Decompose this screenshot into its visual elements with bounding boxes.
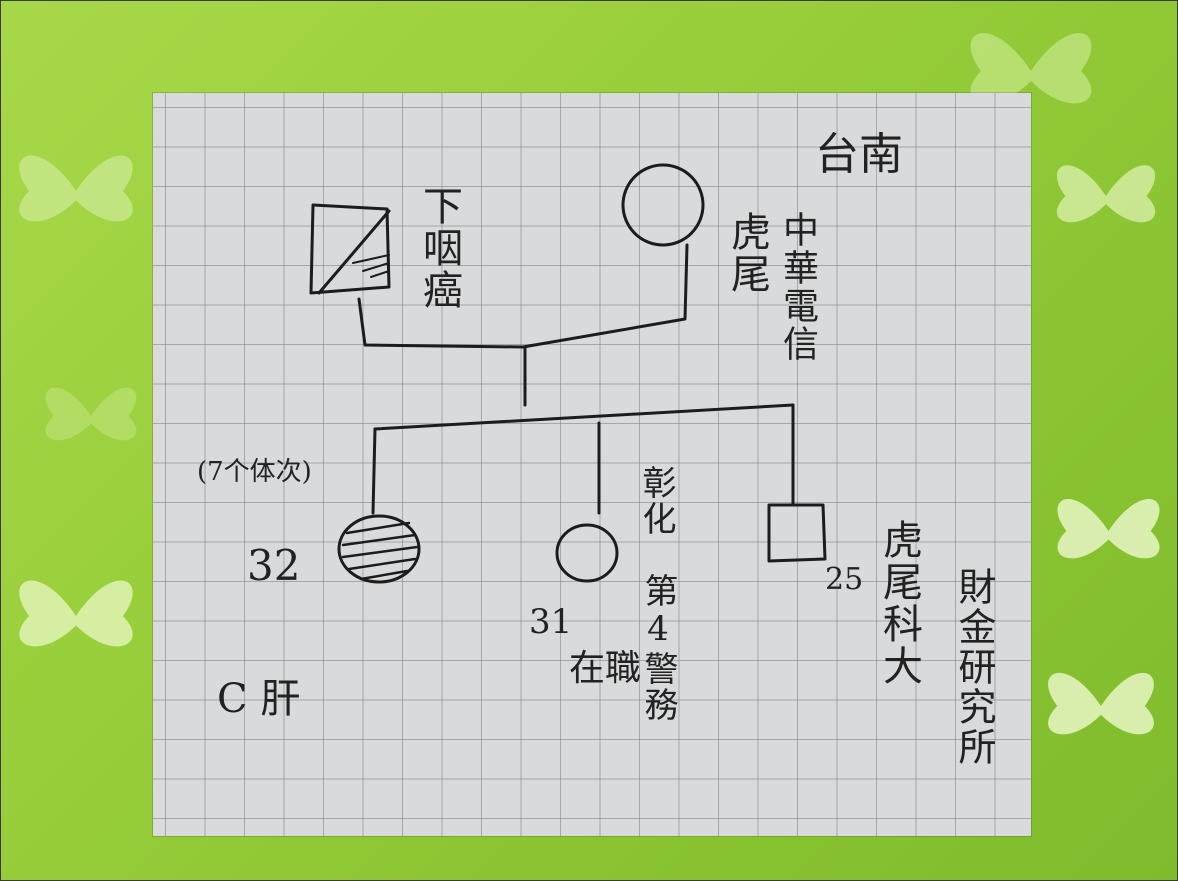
sister-place-note: 彰化 [636, 465, 676, 537]
drop-line-proband [371, 427, 377, 515]
header-note: 台南 [815, 129, 903, 180]
butterfly-icon [1048, 672, 1154, 735]
butterfly-icon [1057, 499, 1160, 559]
sister-age: 31 [529, 602, 573, 642]
grandmother-place-note: 虎尾 [724, 211, 770, 295]
sister-job-note: 第4警務 [638, 573, 678, 723]
butterfly-icon [1056, 165, 1156, 223]
pedigree-drawing [309, 163, 827, 584]
grandmother-job-note: 中華電信 [777, 211, 818, 363]
marriage-line [357, 243, 689, 349]
brother-age: 25 [825, 562, 864, 597]
grandfather-shading [352, 254, 390, 278]
brother-school-note: 虎尾科大 [876, 519, 922, 687]
proband-condition-note: C 肝 [217, 676, 301, 722]
grandfather-square [309, 203, 391, 295]
grandfather-diagonal [317, 209, 391, 295]
proband-age: 32 [247, 541, 301, 590]
butterfly-icon [19, 580, 133, 647]
butterfly-icon [970, 33, 1092, 104]
sibship-line [373, 403, 795, 431]
grandmother-circle [621, 163, 705, 247]
pedigree-photo: 台南 下咽癌 虎尾 中華電信 (7个体次) 32 C 肝 31 彰化 第4警務 … [153, 93, 1031, 836]
brother-work-note: 財金研究所 [952, 567, 996, 767]
generation-note: (7个体次) [197, 457, 312, 487]
proband-shading [341, 521, 419, 581]
sister-circle [555, 523, 619, 583]
butterfly-icon [19, 155, 133, 222]
sister-status-note: 在職 [569, 648, 642, 689]
proband-circle [337, 514, 421, 584]
brother-square [767, 503, 827, 563]
grandfather-condition-note: 下咽癌 [416, 185, 462, 311]
butterfly-icon [45, 387, 137, 441]
